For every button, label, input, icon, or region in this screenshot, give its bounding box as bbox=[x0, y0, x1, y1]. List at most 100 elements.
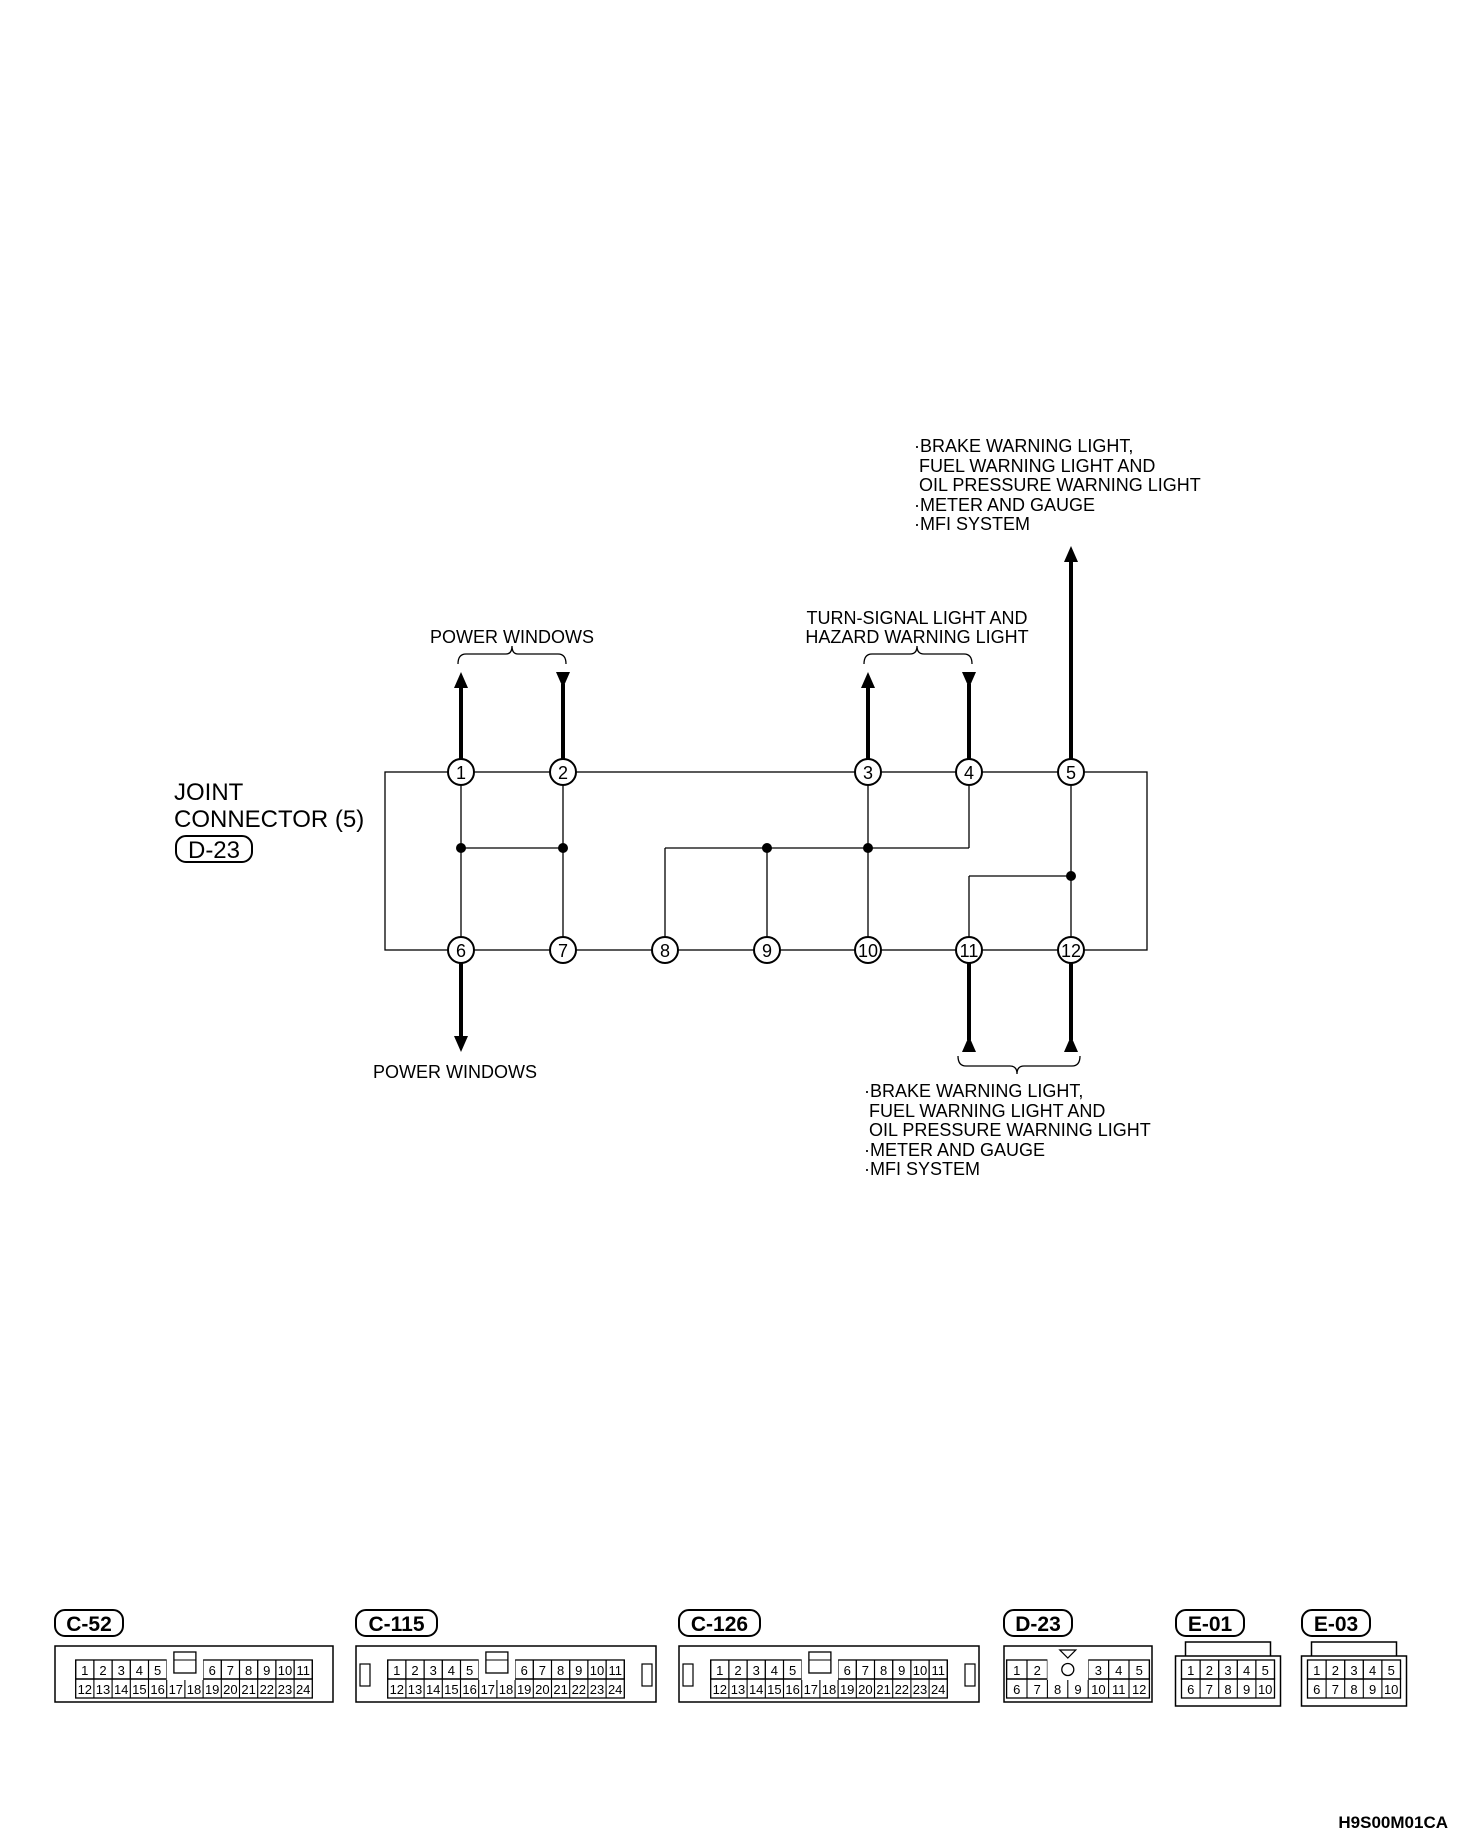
connector-cell: 1 bbox=[716, 1663, 723, 1678]
connector-cell: 19 bbox=[840, 1682, 854, 1697]
joint-connector-title-line1: JOINT bbox=[174, 779, 244, 806]
connector-cell: 10 bbox=[1258, 1682, 1272, 1697]
connector-cell: 8 bbox=[1350, 1682, 1357, 1697]
joint-connector-id: D-23 bbox=[188, 837, 240, 864]
connector-cell: 3 bbox=[753, 1663, 760, 1678]
connector-cell: 14 bbox=[114, 1682, 128, 1697]
connector-cell: 23 bbox=[590, 1682, 604, 1697]
connector-cell: 9 bbox=[1243, 1682, 1250, 1697]
pin-12: 12 bbox=[1057, 936, 1085, 964]
connector-id-badge bbox=[54, 1609, 124, 1637]
label-top-right-group: ·BRAKE WARNING LIGHT, FUEL WARNING LIGHT… bbox=[914, 436, 1201, 534]
junction-dots bbox=[456, 843, 1076, 881]
connector-lock-key bbox=[1061, 1662, 1075, 1677]
connector-cell: 5 bbox=[154, 1663, 161, 1678]
connector-cell: 1 bbox=[393, 1663, 400, 1678]
label-braces bbox=[457, 645, 1081, 1075]
connector-lock-key bbox=[1058, 1649, 1078, 1659]
pin-number: 1 bbox=[456, 763, 466, 783]
pin-number: 3 bbox=[863, 763, 873, 783]
connector-cell: 6 bbox=[1013, 1682, 1020, 1697]
connector-cell: 9 bbox=[263, 1663, 270, 1678]
connector-cell: 8 bbox=[880, 1663, 887, 1678]
label-top-right-line: ·MFI SYSTEM bbox=[914, 514, 1030, 534]
connector-body bbox=[1300, 1655, 1408, 1707]
connector-cell: 9 bbox=[575, 1663, 582, 1678]
connector-cell: 16 bbox=[150, 1682, 164, 1697]
connector-cell: 20 bbox=[535, 1682, 549, 1697]
label-bottom-right-line: ·BRAKE WARNING LIGHT, bbox=[864, 1081, 1083, 1101]
connector-body bbox=[355, 1645, 657, 1703]
connector-cell: 24 bbox=[296, 1682, 310, 1697]
connector-cell: 1 bbox=[81, 1663, 88, 1678]
connector-id: C-126 bbox=[691, 1613, 748, 1636]
connector-hood bbox=[1310, 1641, 1398, 1656]
connector-cell: 1 bbox=[1313, 1663, 1320, 1678]
connector-cell: 3 bbox=[1224, 1663, 1231, 1678]
connector-cell: 7 bbox=[539, 1663, 546, 1678]
connector-cell: 8 bbox=[245, 1663, 252, 1678]
pin-circle bbox=[854, 936, 882, 964]
connector-cell: 2 bbox=[99, 1663, 106, 1678]
connector-body bbox=[678, 1645, 980, 1703]
connector-cell: 13 bbox=[96, 1682, 110, 1697]
connector-cell: 22 bbox=[895, 1682, 909, 1697]
connector-lock-key bbox=[808, 1651, 832, 1674]
pin-circle bbox=[854, 758, 882, 786]
connector-cell: 6 bbox=[209, 1663, 216, 1678]
connector-body bbox=[54, 1645, 334, 1703]
connector-lock-key bbox=[173, 1651, 197, 1674]
connector-cell: 10 bbox=[590, 1663, 604, 1678]
connector-cell: 18 bbox=[822, 1682, 836, 1697]
connector-cell: 2 bbox=[1034, 1663, 1041, 1678]
pin-circle bbox=[447, 758, 475, 786]
connector-cell: 5 bbox=[1262, 1663, 1269, 1678]
connector-cell: 2 bbox=[1206, 1663, 1213, 1678]
connector-cell: 9 bbox=[1074, 1682, 1081, 1697]
pin-6: 6 bbox=[447, 936, 475, 964]
joint-connector-box bbox=[384, 771, 1148, 951]
connector-cell: 8 bbox=[557, 1663, 564, 1678]
connector-cell: 21 bbox=[241, 1682, 255, 1697]
connector-cell: 5 bbox=[1388, 1663, 1395, 1678]
connector-cell: 11 bbox=[608, 1663, 622, 1678]
pin-9: 9 bbox=[753, 936, 781, 964]
pin-circle bbox=[549, 758, 577, 786]
pin-11: 11 bbox=[955, 936, 983, 964]
connector-cell: 18 bbox=[187, 1682, 201, 1697]
connector-cell: 24 bbox=[608, 1682, 622, 1697]
connector-cell: 15 bbox=[444, 1682, 458, 1697]
connector-cell: 3 bbox=[1095, 1663, 1102, 1678]
pin-circle bbox=[651, 936, 679, 964]
joint-connector-title-line2: CONNECTOR (5) bbox=[174, 806, 364, 833]
pin-3: 3 bbox=[854, 758, 882, 786]
pin-8: 8 bbox=[651, 936, 679, 964]
pin-number: 9 bbox=[762, 941, 772, 961]
pin-4: 4 bbox=[955, 758, 983, 786]
connector-cell: 2 bbox=[411, 1663, 418, 1678]
connector-cell: 7 bbox=[227, 1663, 234, 1678]
connector-cell: 13 bbox=[408, 1682, 422, 1697]
connector-lock-key bbox=[485, 1651, 509, 1674]
connector-cell: 3 bbox=[430, 1663, 437, 1678]
label-turn-signal-line2: HAZARD WARNING LIGHT bbox=[805, 627, 1028, 647]
connector-cell: 6 bbox=[521, 1663, 528, 1678]
pin-1: 1 bbox=[447, 758, 475, 786]
connector-cell: 6 bbox=[1187, 1682, 1194, 1697]
connector-cell: 2 bbox=[1332, 1663, 1339, 1678]
connector-cell: 20 bbox=[223, 1682, 237, 1697]
pin-number: 6 bbox=[456, 941, 466, 961]
connector-cell: 10 bbox=[1384, 1682, 1398, 1697]
connector-cell: 10 bbox=[913, 1663, 927, 1678]
label-power-windows-bottom: POWER WINDOWS bbox=[373, 1062, 537, 1082]
label-top-right-line: FUEL WARNING LIGHT AND bbox=[914, 456, 1155, 476]
connector-cell: 9 bbox=[1369, 1682, 1376, 1697]
pin-number: 2 bbox=[558, 763, 568, 783]
connector-cell: 12 bbox=[713, 1682, 727, 1697]
connector-id: C-52 bbox=[66, 1613, 112, 1636]
connector-cell: 8 bbox=[1224, 1682, 1231, 1697]
connector-cell: 9 bbox=[898, 1663, 905, 1678]
